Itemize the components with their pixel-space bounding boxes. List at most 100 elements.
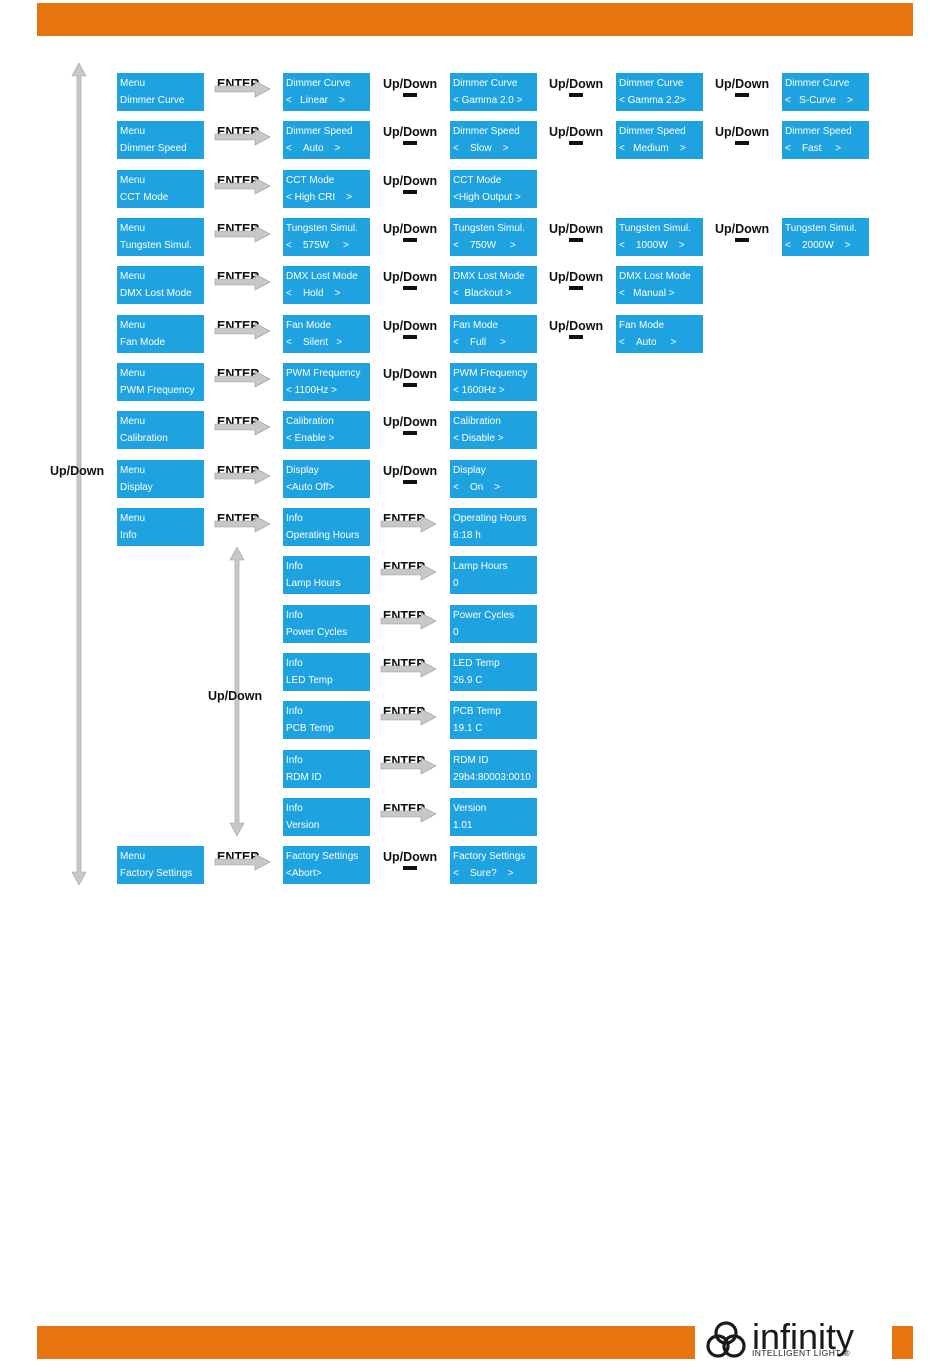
option-box-2-3: Dimmer Speed< Medium > xyxy=(616,121,703,160)
updown-dash xyxy=(735,141,749,146)
updown-dash xyxy=(403,93,417,97)
option-box-1-4-line-1: Dimmer Curve xyxy=(785,78,850,89)
updown-dash xyxy=(403,382,417,387)
option-box-2-2: Dimmer Speed< Slow > xyxy=(450,121,537,160)
menu-box-9-line-2: Display xyxy=(120,481,153,493)
option-box-7-1: PWM Frequency< 1100Hz > xyxy=(283,362,370,401)
menu-box-8-line-1: Menu xyxy=(120,416,146,428)
menu-box-5-line-2: DMX Lost Mode xyxy=(120,288,192,300)
enter-arrow xyxy=(380,805,437,823)
option-box-7-1-line-1: PWM Frequency xyxy=(286,367,361,379)
info-box-3-line-2: Power Cycles xyxy=(286,626,348,638)
info-value-box-4: LED Temp 26.9 C xyxy=(450,652,537,691)
info-value-box-4-line-1: LED Temp xyxy=(453,657,500,669)
option-box-6-1-line-2: < Silent > xyxy=(286,336,343,348)
option-box-5-3-line-1: DMX Lost Mode xyxy=(619,271,691,283)
factory-option-1-line-2: <Abort> xyxy=(286,868,322,880)
updown-label: Up/Down xyxy=(383,850,438,865)
updown-label: Up/Down xyxy=(383,173,438,188)
option-box-7-2: PWM Frequency< 1600Hz > xyxy=(450,362,537,401)
option-box-4-1: Tungsten Simul.< 575W > xyxy=(283,217,370,256)
option-box-8-1-line-1: Calibration xyxy=(286,416,334,428)
info-value-box-5-line-2: 19.1 C xyxy=(453,723,483,735)
option-box-4-3: Tungsten Simul.< 1000W > xyxy=(616,217,703,256)
info-box-7-line-2: Version xyxy=(286,819,320,831)
updown-dash xyxy=(403,866,417,871)
option-box-4-2: Tungsten Simul.< 750W > xyxy=(450,217,537,256)
option-box-3-2-line-2: <High Output > xyxy=(453,191,521,203)
info-box-4-line-1: Info xyxy=(286,657,303,669)
option-box-4-3-line-2: < 1000W > xyxy=(619,239,685,251)
brand-logo: infinity INTELLIGENT LIGHT ® xyxy=(704,1316,890,1364)
menu-box-6-line-2: Fan Mode xyxy=(120,336,166,348)
info-value-box-7: Version 1.01 xyxy=(450,797,537,836)
option-box-6-2: Fan Mode< Full > xyxy=(450,314,537,353)
menu-box-10-line-2: Info xyxy=(120,529,137,541)
option-box-2-3-line-2: < Medium > xyxy=(619,143,686,155)
option-box-1-1-line-2: < Linear > xyxy=(286,95,345,106)
enter-arrow xyxy=(380,708,437,726)
option-box-1-2-line-1: Dimmer Curve xyxy=(453,78,518,89)
updown-label: Up/Down xyxy=(383,366,438,381)
updown-dash xyxy=(735,93,749,97)
info-box-6-line-1: Info xyxy=(286,754,303,766)
info-value-box-4-line-2: 26.9 C xyxy=(453,674,483,686)
menu-box-7-line-2: PWM Frequency xyxy=(120,384,195,396)
option-box-8-2-line-2: < Disable > xyxy=(453,433,504,445)
option-box-4-2-line-2: < 750W > xyxy=(453,239,516,251)
updown-label: Up/Down xyxy=(715,77,770,91)
info-value-box-3-line-2: 0 xyxy=(453,626,459,638)
option-box-4-1-line-1: Tungsten Simul. xyxy=(286,222,358,234)
info-value-box-7-line-1: Version xyxy=(453,802,487,814)
enter-arrow xyxy=(214,515,271,533)
option-box-5-2: DMX Lost Mode< Blackout > xyxy=(450,266,537,305)
enter-arrow xyxy=(380,660,437,678)
updown-dash xyxy=(569,237,583,242)
factory-option-1: Factory Settings<Abort> xyxy=(283,846,370,885)
updown-dash xyxy=(569,141,583,146)
info-box-2-line-2: Lamp Hours xyxy=(286,578,341,590)
updown-dash xyxy=(403,237,417,242)
info-value-box-7-line-2: 1.01 xyxy=(453,819,473,831)
menu-box-4-line-2: Tungsten Simul. xyxy=(120,239,192,251)
option-box-5-2-line-2: < Blackout > xyxy=(453,288,512,300)
updown-dash xyxy=(403,334,417,339)
option-box-8-2-line-1: Calibration xyxy=(453,416,501,428)
enter-arrow xyxy=(380,757,437,775)
option-box-4-4: Tungsten Simul.< 2000W > xyxy=(782,217,869,256)
info-box-1-line-1: Info xyxy=(286,512,303,524)
info-box-5-line-2: PCB Temp xyxy=(286,723,334,735)
logo-tagline: INTELLIGENT LIGHT ® xyxy=(752,1348,851,1358)
option-box-6-3-line-2: < Auto > xyxy=(619,336,677,348)
info-box-4-line-2: LED Temp xyxy=(286,674,333,686)
option-box-5-3-line-2: < Manual > xyxy=(619,288,675,300)
updown-dash xyxy=(403,189,417,194)
option-box-1-2-line-2: < Gamma 2.0 > xyxy=(453,95,523,106)
info-value-box-6-line-1: RDM ID xyxy=(453,754,489,766)
updown-label: Up/Down xyxy=(549,125,604,140)
option-box-2-2-line-1: Dimmer Speed xyxy=(453,126,520,138)
updown-label: Up/Down xyxy=(383,270,438,285)
menu-box-factory-line-2: Factory Settings xyxy=(120,868,193,880)
option-box-5-1-line-2: < Hold > xyxy=(286,288,341,300)
enter-arrow xyxy=(380,612,437,630)
option-box-2-1-line-1: Dimmer Speed xyxy=(286,126,353,138)
updown-dash xyxy=(569,286,583,291)
updown-dash xyxy=(735,237,749,242)
option-box-9-1: Display<Auto Off> xyxy=(283,459,370,498)
info-updown-label: Up/Down xyxy=(208,689,263,703)
updown-label: Up/Down xyxy=(715,221,770,236)
info-box-7-line-1: Info xyxy=(286,802,303,814)
updown-label: Up/Down xyxy=(383,318,438,333)
footer-bar-end xyxy=(892,1326,913,1359)
logo-wordmark: infinity xyxy=(752,1316,855,1357)
